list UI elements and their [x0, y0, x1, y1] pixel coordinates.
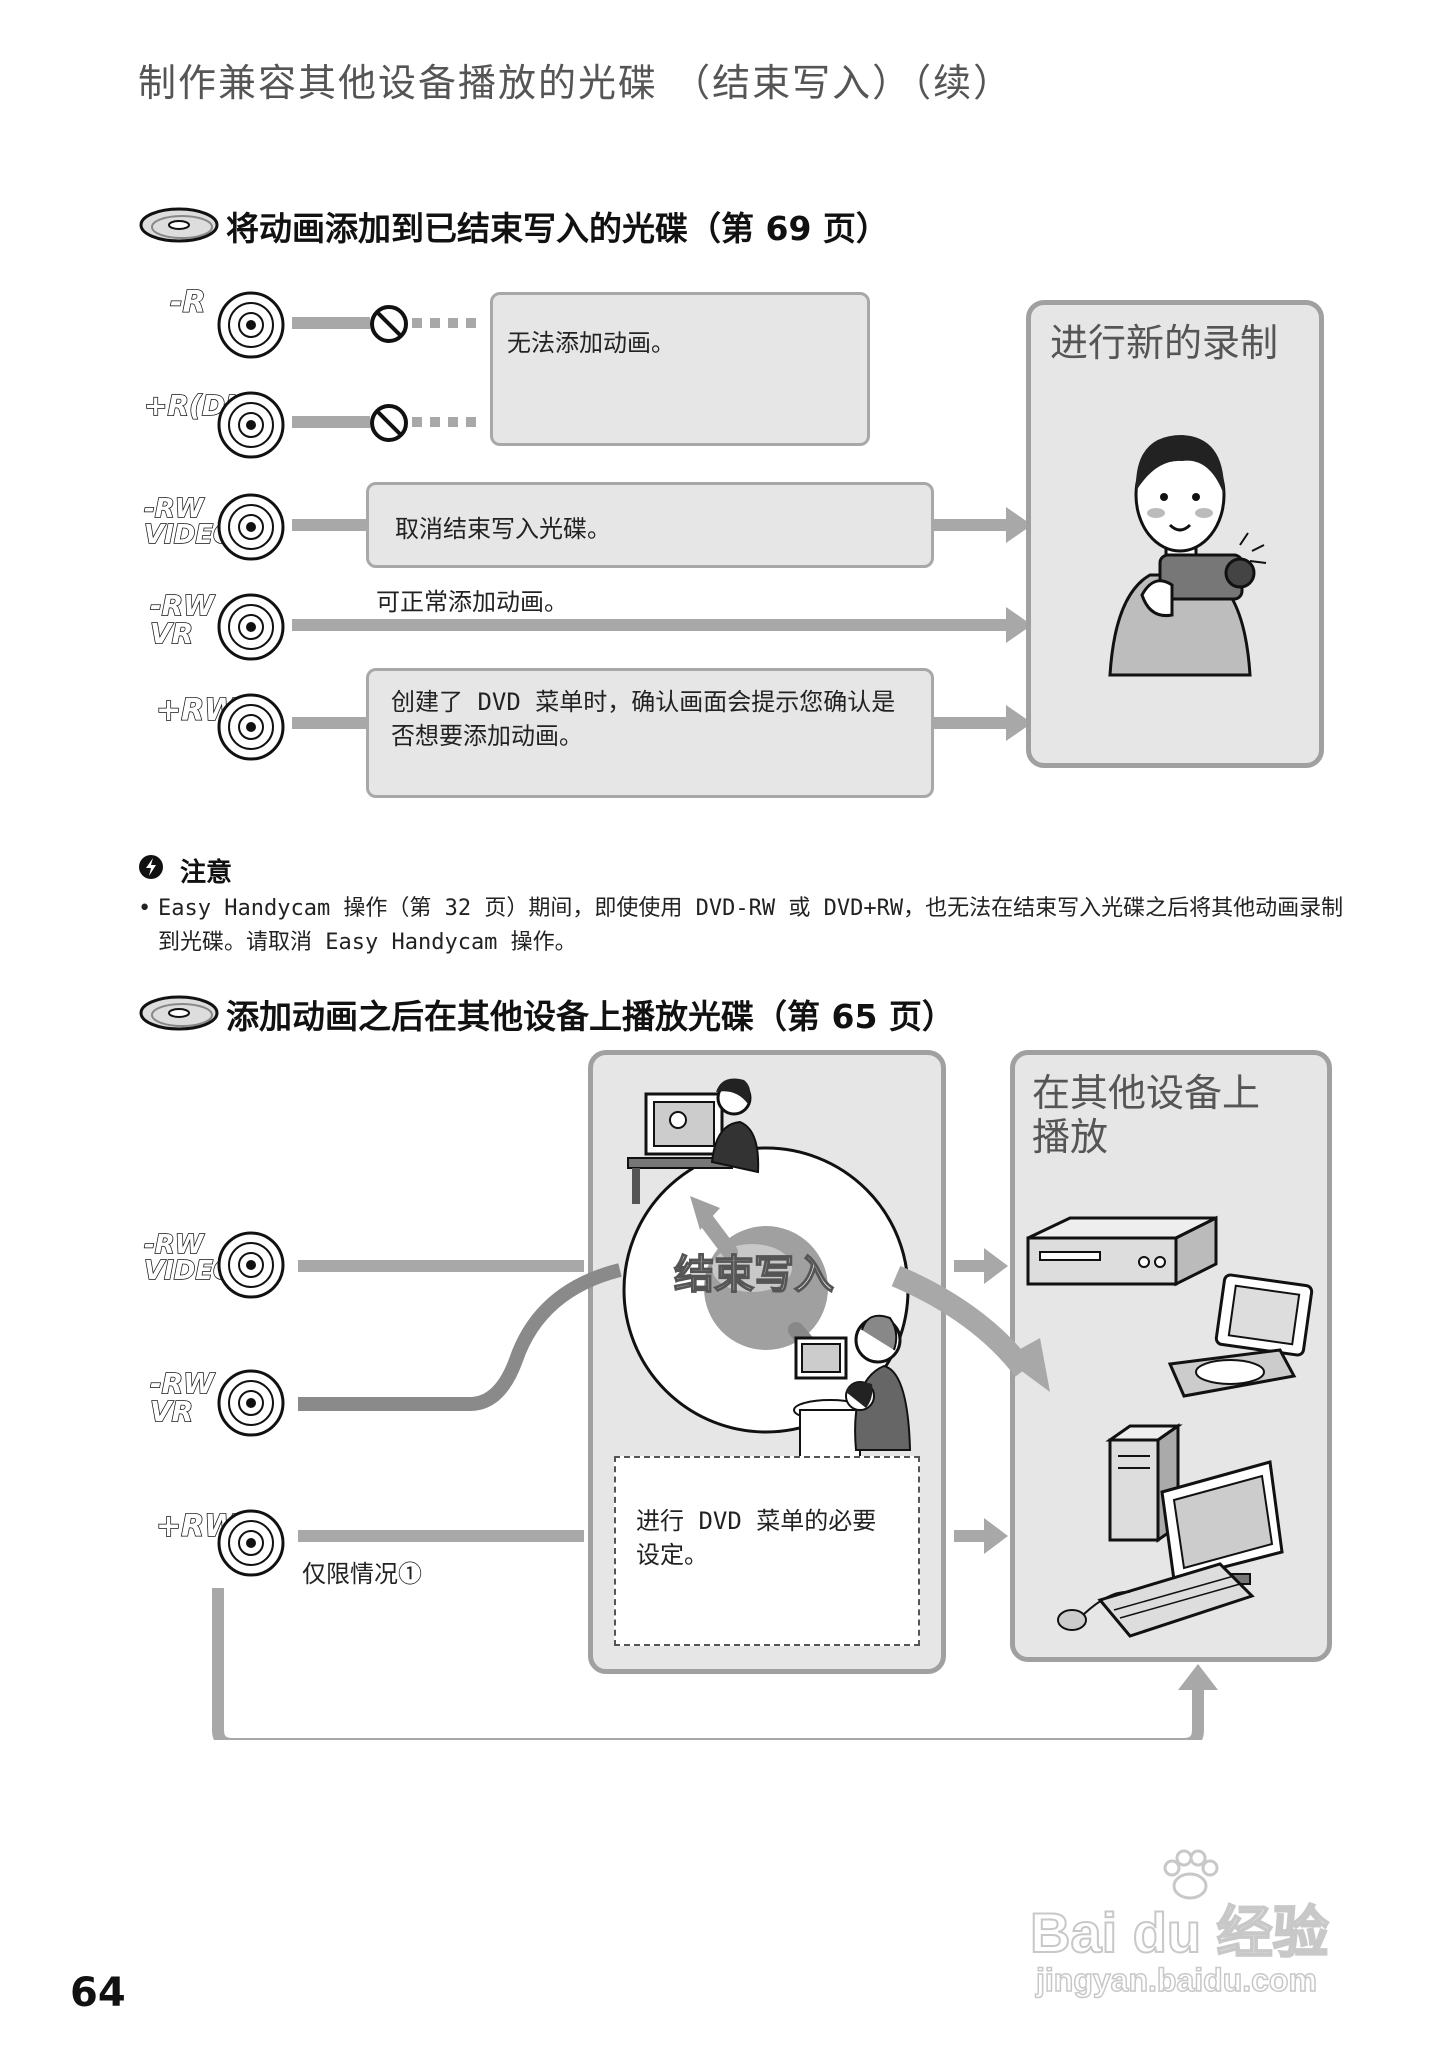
disc-label-minus-r: -R [169, 285, 206, 320]
disc-icon [217, 1369, 285, 1437]
disc-icon [217, 593, 285, 661]
dvd-menu-settings-box: 进行 DVD 菜单的必要设定。 [614, 1456, 920, 1646]
page-number: 64 [70, 1970, 126, 2016]
note-heading: 注意 [180, 858, 233, 888]
finalize-label: 结束写入 [673, 1251, 835, 1299]
box-dvd-menu-confirm: 创建了 DVD 菜单时，确认画面会提示您确认是否想要添加动画。 [366, 668, 934, 798]
section2-diagram [212, 1078, 1218, 1740]
panel-new-recording-title: 进行新的录制 [1050, 321, 1279, 365]
disc-icon [217, 391, 285, 459]
section-title-add-to-finalized: 将动画添加到已结束写入的光碟（第 69 页） [226, 209, 889, 248]
box-unfinalize: 取消结束写入光碟。 [366, 482, 934, 568]
only-case-label: 仅限情况① [302, 1560, 422, 1588]
panel-play-other-devices-title: 在其他设备上播放 [1032, 1071, 1261, 1159]
person-with-camcorder-illustration [1108, 435, 1267, 677]
disc-icon [217, 1509, 285, 1577]
section1-connectors [292, 317, 1032, 741]
disc-icon [217, 693, 285, 761]
watermark-url: jingyan.baidu.com [1035, 1961, 1317, 1999]
section-title-play-on-other-devices: 添加动画之后在其他设备上播放光碟（第 65 页） [226, 997, 955, 1036]
disc-label-rw-vr: -RW VR [149, 589, 215, 650]
note-bullet: • [138, 896, 152, 921]
disc-icon [217, 493, 285, 561]
prohibited-icon [370, 404, 408, 442]
prohibited-icon [370, 305, 408, 343]
disc-icon [217, 1231, 285, 1299]
note-text: Easy Handycam 操作（第 32 页）期间，即使使用 DVD-RW 或… [158, 896, 1344, 955]
page-title: 制作兼容其他设备播放的光碟 （结束写入）（续） [138, 61, 1014, 105]
disc-section-icon [139, 207, 219, 243]
disc-section-icon [139, 995, 219, 1031]
disc-icon [217, 291, 285, 359]
paw-icon [1163, 1849, 1219, 1900]
box-cannot-add: 无法添加动画。 [490, 292, 870, 446]
disc-label-rw-vr: -RW VR [149, 1367, 215, 1428]
playback-devices-illustration [1026, 1215, 1314, 1638]
watermark-brand: Bai du 经验 [1029, 1900, 1330, 1965]
text-can-add: 可正常添加动画。 [376, 588, 568, 616]
caution-icon [139, 855, 163, 879]
